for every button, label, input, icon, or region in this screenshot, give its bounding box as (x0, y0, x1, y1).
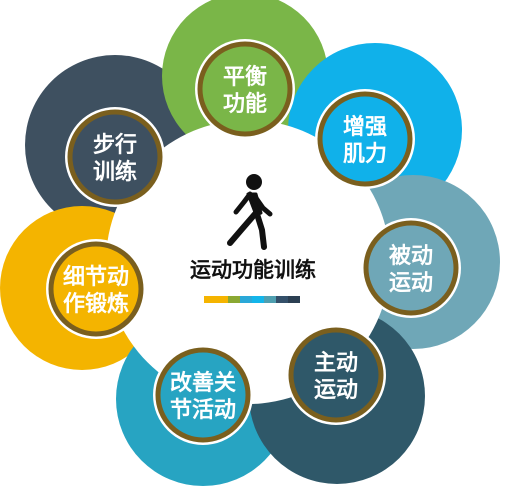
node-active-line2: 运动 (314, 378, 358, 403)
node-passive: 被动 运动 (361, 218, 461, 318)
color-bar-segment (264, 296, 276, 303)
node-gait-line2: 训练 (93, 159, 137, 185)
node-badges: 平衡 功能 增强 肌力 被动 运动 主动 运动 改善关 节活动 (46, 39, 461, 445)
node-joint: 改善关 节活动 (153, 345, 253, 445)
node-balance-line1: 平衡 (223, 64, 267, 90)
node-active: 主动 运动 (286, 325, 386, 425)
node-joint-line2: 节活动 (170, 398, 236, 423)
color-bar-segment (228, 296, 240, 303)
node-fine: 细节动 作锻炼 (46, 239, 146, 339)
node-balance: 平衡 功能 (195, 39, 295, 139)
color-bar-segment (288, 296, 300, 303)
node-strength: 增强 肌力 (315, 89, 415, 189)
node-passive-line2: 运动 (389, 271, 433, 296)
node-fine-line2: 作锻炼 (63, 291, 129, 317)
color-bar (204, 296, 300, 303)
node-gait-line1: 步行 (93, 132, 137, 158)
color-bar-segment (276, 296, 288, 303)
node-strength-line1: 增强 (343, 114, 387, 140)
node-joint-line1: 改善关 (170, 370, 236, 396)
walking-person-icon (227, 174, 273, 250)
node-active-line1: 主动 (314, 351, 358, 376)
node-fine-line1: 细节动 (63, 264, 129, 290)
center-title: 运动功能训练 (190, 258, 316, 282)
node-strength-line2: 肌力 (343, 142, 387, 167)
color-bar-segment (240, 296, 252, 303)
node-balance-line2: 功能 (223, 91, 267, 117)
color-bar-segment (216, 296, 228, 303)
color-bar-segment (252, 296, 264, 303)
node-passive-line1: 被动 (389, 244, 433, 269)
color-bar-segment (204, 296, 216, 303)
node-gait: 步行 训练 (65, 107, 165, 207)
